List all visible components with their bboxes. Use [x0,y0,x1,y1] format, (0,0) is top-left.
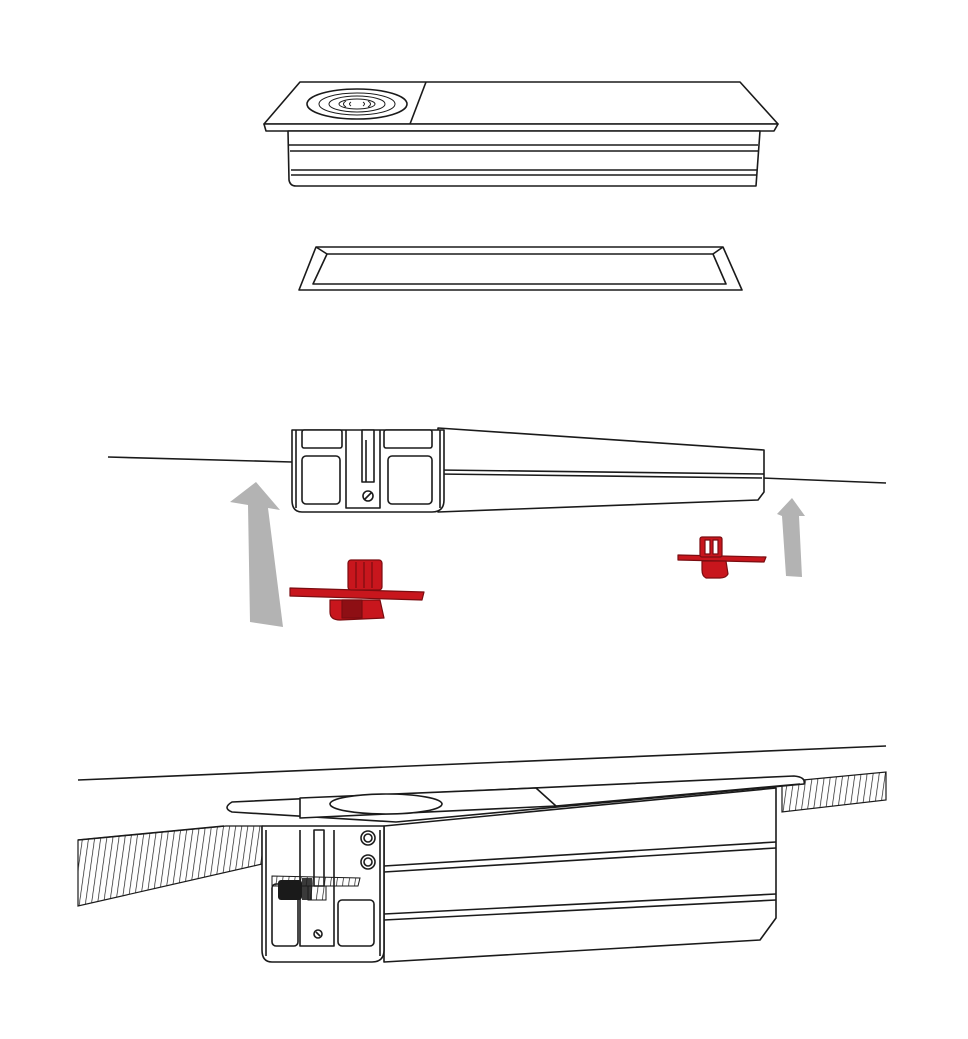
mounting-clip-right [677,536,767,579]
step-3-installed [77,745,887,963]
wireless-charger-icon [318,92,396,116]
arrow-up-icon-small [777,498,805,577]
clamp-gear [271,875,361,901]
desk-line-left [107,456,293,463]
arrow-up-icon [230,482,283,627]
cutout-frame-inner [312,253,727,285]
mounting-clip-left [289,559,425,621]
step-1-lid-and-cutout [263,81,779,291]
step-2-clips [107,427,887,627]
unit-top-plate-edge [263,123,779,132]
hatched-desk-section-right [781,771,887,813]
unit-top-divider [409,81,427,125]
charger-pad [306,88,408,120]
installed-charger-pad [329,793,443,815]
unit-body [287,130,761,187]
hatched-desk-section [77,825,263,907]
desk-top-back [77,745,887,781]
cutout-frame-outer [298,246,743,291]
desk-line-right [761,477,887,484]
